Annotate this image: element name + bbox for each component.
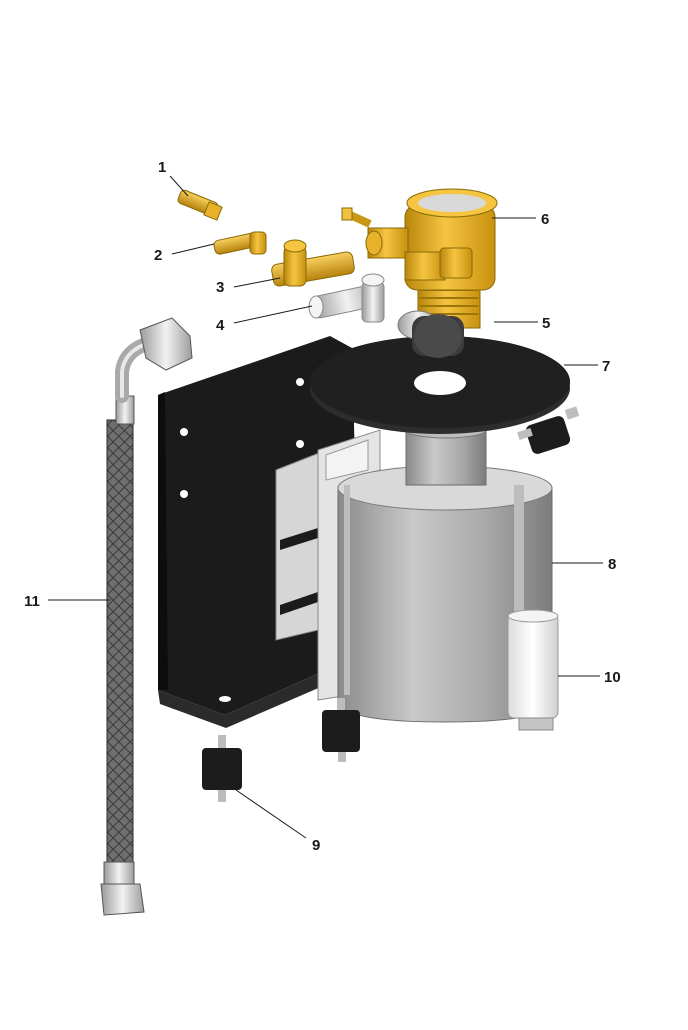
side-knob xyxy=(517,406,580,454)
callout-3: 3 xyxy=(216,279,224,296)
braided-hose xyxy=(100,317,193,916)
callout-11: 11 xyxy=(24,593,40,610)
brass-tee-fitting xyxy=(271,239,355,287)
brass-elbow xyxy=(213,231,267,255)
rubber-feet xyxy=(202,698,360,802)
callout-10: 10 xyxy=(604,669,621,686)
silver-tee-fitting xyxy=(308,273,385,323)
callout-4: 4 xyxy=(216,317,225,334)
callout-9: 9 xyxy=(312,837,320,854)
callouts: 1 2 3 4 5 6 7 8 9 10 11 xyxy=(24,159,621,854)
brass-valve-body xyxy=(341,188,498,329)
white-capacitor xyxy=(507,609,559,731)
black-gasket xyxy=(310,336,570,434)
callout-6: 6 xyxy=(541,211,549,228)
callout-2: 2 xyxy=(154,247,162,264)
brass-connector xyxy=(177,189,223,221)
callout-7: 7 xyxy=(602,358,610,375)
callout-8: 8 xyxy=(608,556,616,573)
callout-1: 1 xyxy=(158,159,166,176)
plug-fitting xyxy=(397,310,464,358)
callout-5: 5 xyxy=(542,315,550,332)
